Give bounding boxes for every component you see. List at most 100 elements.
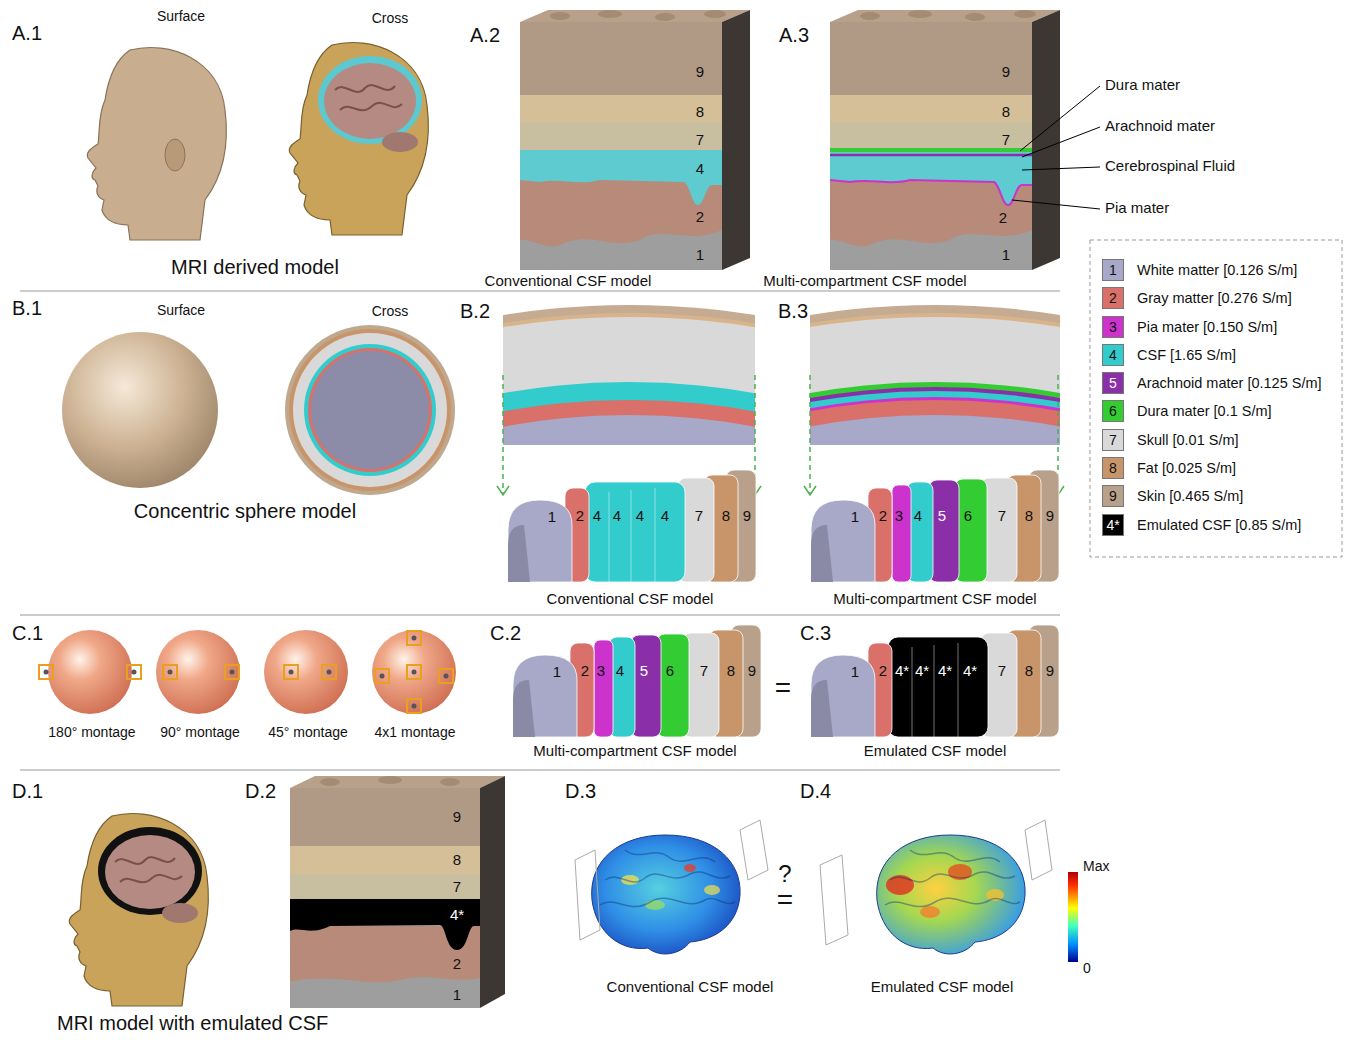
arc-multi [810,391,1060,445]
layer-number: 4* [1106,517,1119,533]
caption: Conventional CSF model [607,978,774,995]
electrode-dot [132,670,137,675]
head-cross [382,132,418,152]
layer-fan [513,625,761,737]
arc-multi [810,415,1060,445]
panel-label: D.1 [12,780,43,803]
electrode [439,669,453,683]
leader-lines [1012,200,1100,209]
electrode-dot [44,670,49,675]
arc-multi [810,313,1060,445]
layer-number: 9 [1046,662,1054,679]
layer-number: 4 [636,507,644,524]
block-conventional [520,10,750,270]
layer-number: 8 [1025,662,1033,679]
sphere-surface [62,332,218,488]
layer-number: 1 [851,508,859,525]
layer-number: 6 [666,662,674,679]
electrode-dot [380,674,385,679]
layer-fan [508,470,756,582]
electrode [407,699,421,713]
panel-label: B.1 [12,297,42,320]
panel-label: B.2 [460,300,490,323]
brain-emulated [877,835,1025,954]
head-cross [318,56,422,144]
caption: Conventional CSF model [547,590,714,607]
legend-text: Skin [0.465 S/m] [1137,488,1243,505]
layer-number: 7 [700,662,708,679]
zoom-arrows [497,375,1064,495]
caption: MRI model with emulated CSF [57,1012,328,1035]
block-emulated [290,899,480,1008]
head-emulated [162,903,198,923]
sphere-cross [289,329,451,491]
block-emulated [480,776,505,1008]
zoom-arrows [497,486,509,495]
sphere-surface [62,332,218,488]
electrode [407,631,421,645]
montage-spheres [372,630,456,714]
sphere-cross [285,325,455,495]
arc-multi [810,397,1060,445]
zoom-arrows [809,375,811,493]
layer-number: 4* [915,662,929,679]
block-emulated [378,776,402,784]
electrode [127,665,141,679]
layer-number: 9 [1002,63,1010,80]
layer-number: 2 [453,955,461,972]
brain-conventional [740,820,768,880]
layer-number: 1 [548,508,556,525]
electrode-dot [412,670,417,675]
panel-label: D.2 [245,780,276,803]
layer-number: 2 [1109,290,1117,306]
block-multi [830,10,1060,270]
layer-number: 4 [593,507,601,524]
separator-lines [20,290,1060,292]
layer-number: 9 [748,662,756,679]
scale-label: 0 [1083,960,1091,976]
electrode-dot [289,670,294,675]
layer-number: 9 [453,808,461,825]
head-emulated [69,814,208,1007]
layer-number: 4* [450,906,464,923]
head-emulated [69,814,208,1007]
electrode-dot [168,670,173,675]
layer-number: 1 [1002,246,1010,263]
layer-number: 4 [613,507,621,524]
layer-number: 5 [938,507,946,524]
separator-lines [20,614,1060,616]
layer-fan [811,470,1059,582]
electrode [225,665,239,679]
layer-number: 7 [998,507,1006,524]
layer-number: 1 [851,663,859,680]
separator-lines [20,769,1060,771]
caption: Conventional CSF model [485,272,652,289]
leader-lines [1022,127,1100,157]
caption: Multi-compartment CSF model [763,272,966,289]
caption: Surface [157,302,205,318]
layer-number: 2 [581,662,589,679]
layer-number: 2 [999,209,1007,226]
layer-fan [811,625,1059,737]
block-emulated [320,778,340,786]
brain-conventional [684,864,696,872]
layer-fan [811,470,1059,582]
panel-label: C.2 [490,622,521,645]
sphere-cross [308,348,432,472]
head-surface [165,139,185,171]
block-emulated [290,776,505,788]
legend-text: Dura mater [0.1 S/m] [1137,403,1272,420]
layer-fan [508,470,756,582]
layer-fan [811,625,1059,737]
symbol: = [777,884,793,916]
montage-spheres [264,630,348,714]
layer-number: 9 [1046,507,1054,524]
electrode-dot [444,674,449,679]
head-cross [289,43,428,236]
head-cross [289,43,428,236]
scale-label: Max [1083,858,1109,874]
block-emulated [290,899,480,950]
layer-number: 1 [1109,262,1117,278]
